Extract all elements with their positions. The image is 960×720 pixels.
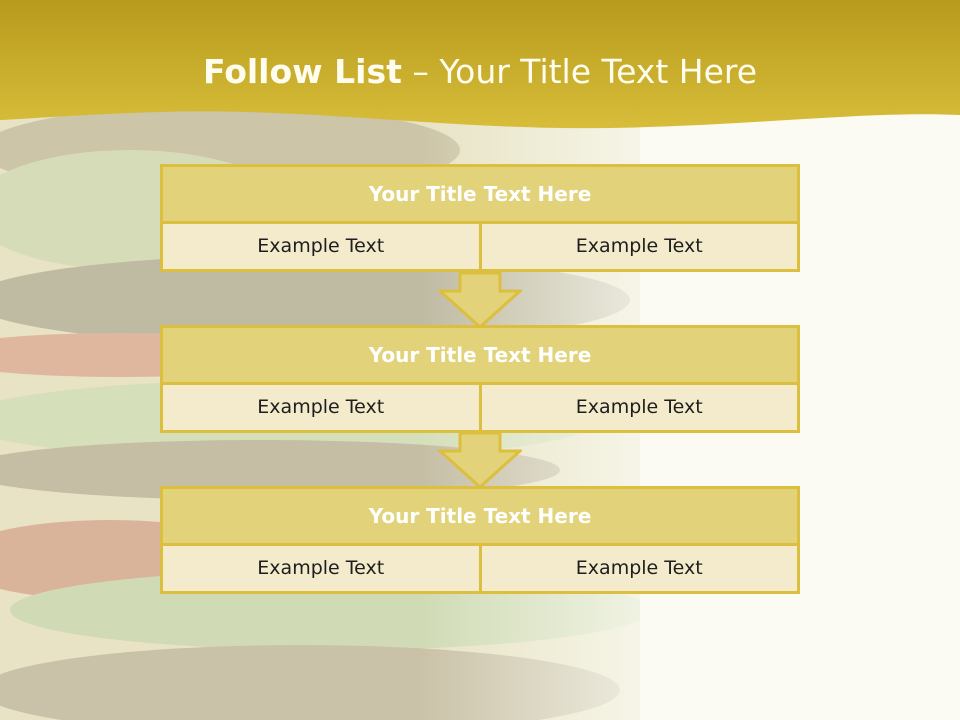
step-box-1: Your Title Text Here Example Text Exampl… [160,164,800,272]
step-row: Example Text Example Text [163,385,797,430]
step-right-text: Example Text [478,546,798,591]
step-title: Your Title Text Here [163,328,797,385]
step-left-text: Example Text [257,396,385,418]
step-row: Example Text Example Text [163,224,797,269]
step-right-text: Example Text [478,385,798,430]
step-title: Your Title Text Here [163,489,797,546]
step-box-2: Your Title Text Here Example Text Exampl… [160,325,800,433]
step-right-text: Example Text [478,224,798,269]
slide-title: Follow List – Your Title Text Here [0,52,960,91]
slide-title-bold: Follow List [202,52,402,91]
step-row: Example Text Example Text [163,546,797,591]
slide-title-rest: – Your Title Text Here [401,52,758,91]
down-arrow-icon [438,432,522,488]
step-left-text: Example Text [257,235,385,257]
header-band [0,0,960,129]
step-title: Your Title Text Here [163,167,797,224]
down-arrow-icon [438,272,522,328]
step-left-text: Example Text [257,557,385,579]
step-box-3: Your Title Text Here Example Text Exampl… [160,486,800,594]
